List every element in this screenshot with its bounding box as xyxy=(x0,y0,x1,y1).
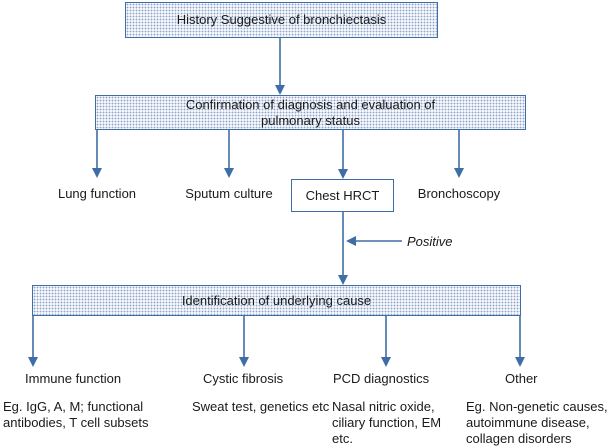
other-detail: Eg. Non-genetic causes, autoimmune disea… xyxy=(466,399,608,446)
history-box: History Suggestive of bronchiectasis xyxy=(125,2,438,38)
immune-function-detail: Eg. IgG, A, M; functional antibodies, T … xyxy=(3,399,149,430)
lung-function-label: Lung function xyxy=(57,186,137,201)
cystic-fibrosis-detail: Sweat test, genetics etc xyxy=(192,399,330,414)
chest-hrct-box: Chest HRCT xyxy=(291,179,394,212)
immune-function-title: Immune function xyxy=(25,371,122,386)
positive-label: Positive xyxy=(407,234,453,249)
cause-box: Identification of underlying cause xyxy=(32,285,521,316)
confirmation-box: Confirmation of diagnosis and evaluation… xyxy=(95,95,526,130)
pcd-diagnostics-detail: Nasal nitric oxide, ciliary function, EM… xyxy=(332,399,442,446)
confirmation-box-text: Confirmation of diagnosis and evaluation… xyxy=(185,96,436,128)
cause-box-text: Identification of underlying cause xyxy=(181,292,372,308)
sputum-culture-label: Sputum culture xyxy=(185,186,273,201)
history-box-text: History Suggestive of bronchiectasis xyxy=(176,12,387,27)
pcd-diagnostics-title: PCD diagnostics xyxy=(333,371,430,386)
other-title: Other xyxy=(505,371,538,386)
chest-hrct-text: Chest HRCT xyxy=(305,187,380,203)
cystic-fibrosis-title: Cystic fibrosis xyxy=(203,371,284,386)
bronchoscopy-label: Bronchoscopy xyxy=(417,186,501,201)
